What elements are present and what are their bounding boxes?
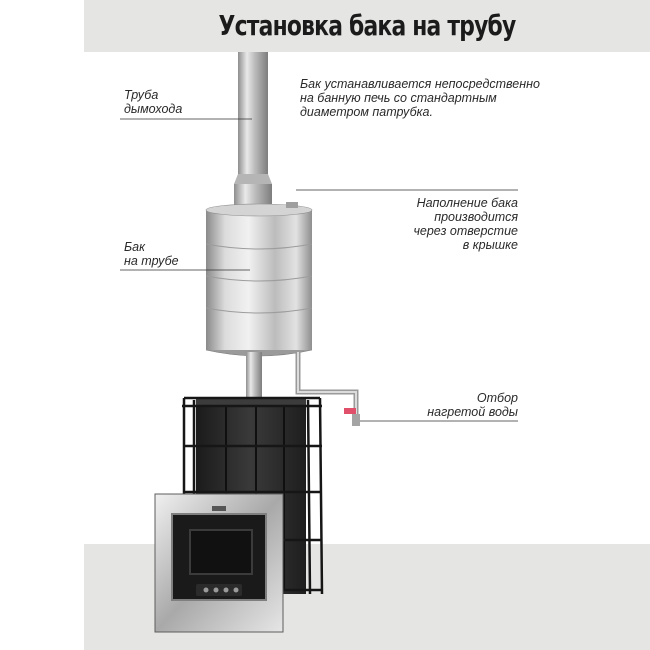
outlet-label-line-2: нагретой воды — [427, 405, 518, 419]
chimney-label-line-2: дымохода — [124, 102, 183, 116]
filling-label-line-4: в крышке — [462, 238, 518, 252]
tank-label-line-2: на трубе — [124, 254, 179, 268]
description-line-1: Бак устанавливается непосредственно — [300, 77, 540, 91]
description-line-2: на банную печь со стандартным — [300, 91, 497, 105]
hot-water-outlet — [295, 352, 360, 426]
filling-label-line-1: Наполнение бака — [416, 196, 518, 210]
chimney-pipe — [234, 52, 272, 208]
tank-label-line-1: Бак — [124, 240, 145, 254]
outlet-label-line-1: Отбор — [476, 391, 518, 405]
water-tank — [205, 202, 313, 357]
description-text: Бак устанавливается непосредственно на б… — [300, 77, 540, 119]
leader-lines — [120, 118, 518, 422]
chimney-label: Труба дымохода — [124, 88, 182, 116]
tank-label: Бак на трубе — [124, 240, 179, 268]
filling-label: Наполнение бака производится через отвер… — [413, 196, 518, 252]
connecting-pipe — [246, 352, 262, 402]
filling-label-line-3: через отверстие — [413, 224, 518, 238]
firebox-door — [154, 493, 284, 633]
outlet-label: Отбор нагретой воды — [427, 391, 518, 419]
chimney-label-line-1: Труба — [124, 88, 159, 102]
filling-label-line-2: производится — [434, 210, 518, 224]
title-band — [84, 0, 650, 52]
page-title: Установка бака на трубу — [218, 9, 517, 42]
description-line-3: диаметром патрубка. — [300, 105, 433, 119]
